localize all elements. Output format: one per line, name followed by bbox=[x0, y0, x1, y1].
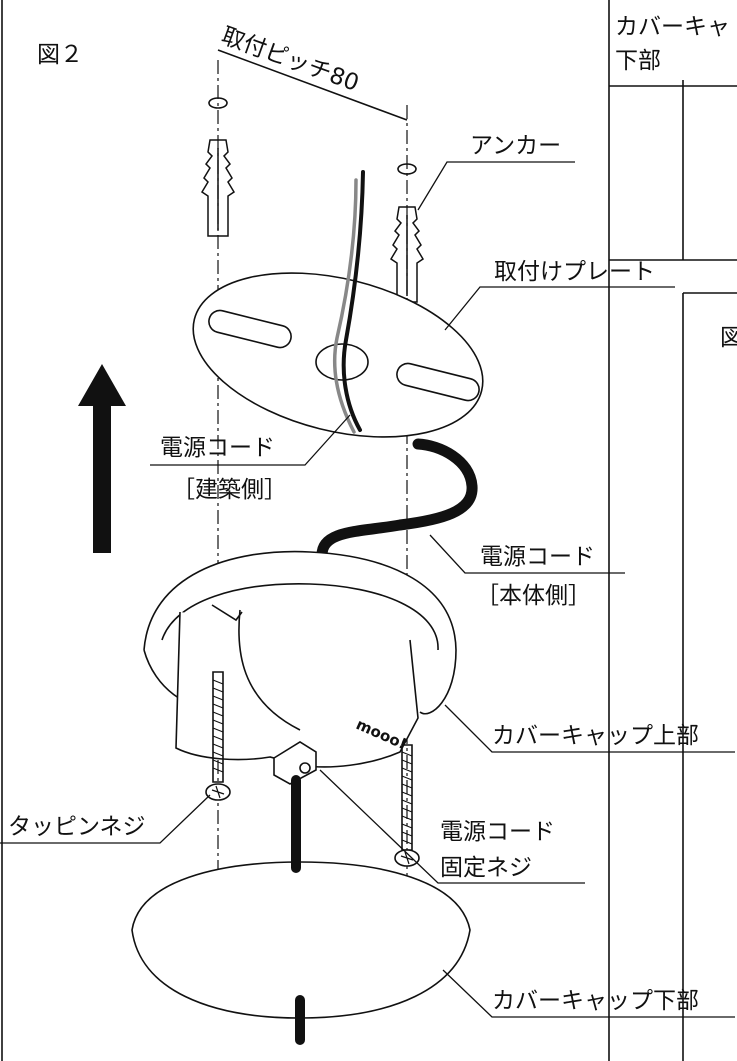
right-panel-figure-label: 図 bbox=[720, 325, 737, 351]
right-panel-subtitle: 下部 bbox=[615, 48, 661, 74]
pitch-dimension-line bbox=[217, 49, 408, 121]
power-cord-building bbox=[332, 170, 365, 434]
power-cord-building-sub: ［建築側］ bbox=[172, 477, 287, 503]
tapping-screw-left-icon bbox=[205, 671, 231, 801]
cover-cap-bottom-label: カバーキャップ下部 bbox=[492, 988, 699, 1014]
plate-center-hole bbox=[315, 343, 369, 381]
anchor-leader bbox=[417, 161, 575, 211]
cord-fixing-screw-sub: 固定ネジ bbox=[440, 855, 532, 881]
cap-bottom-leader bbox=[442, 969, 735, 1018]
tapping-screw-right-icon bbox=[394, 744, 420, 867]
right-panel-title: カバーキャ bbox=[615, 14, 730, 40]
plate-slot-right bbox=[396, 362, 480, 402]
anchor-right-icon bbox=[389, 206, 425, 303]
figure-number: 図２ bbox=[37, 42, 83, 68]
power-cord-building-label: 電源コード bbox=[160, 435, 275, 461]
cord-body-leader bbox=[429, 534, 625, 574]
up-arrow-icon bbox=[78, 364, 126, 553]
wall-hole-right bbox=[397, 163, 417, 175]
tapping-screw-label: タッピンネジ bbox=[8, 814, 146, 840]
cover-cap-bottom bbox=[131, 861, 471, 1019]
power-cord-body-label: 電源コード bbox=[480, 544, 595, 570]
mounting-plate bbox=[192, 272, 484, 438]
anchor-label: アンカー bbox=[470, 133, 562, 159]
anchor-left-icon bbox=[200, 139, 236, 237]
cord-screw-leader bbox=[319, 769, 585, 884]
housing-shade bbox=[238, 609, 301, 731]
cord-fixing-screw-label: 電源コード bbox=[440, 819, 555, 845]
housing-tab bbox=[211, 604, 243, 622]
cap-top-leader bbox=[444, 704, 735, 753]
wall-hole-left bbox=[208, 97, 228, 109]
cover-cap-top-label: カバーキャップ上部 bbox=[492, 723, 699, 749]
cover-cap-top-inner bbox=[161, 583, 439, 651]
power-cord-body-sub: ［本体側］ bbox=[476, 583, 591, 609]
mounting-plate-label: 取付けプレート bbox=[494, 259, 655, 285]
plate-slot-left bbox=[208, 309, 292, 349]
clamp-screw-icon bbox=[299, 762, 311, 774]
plate-leader bbox=[444, 286, 675, 331]
power-cord-body bbox=[316, 438, 478, 561]
tapping-screw-leader bbox=[0, 794, 211, 844]
cord-building-leader bbox=[150, 414, 351, 466]
